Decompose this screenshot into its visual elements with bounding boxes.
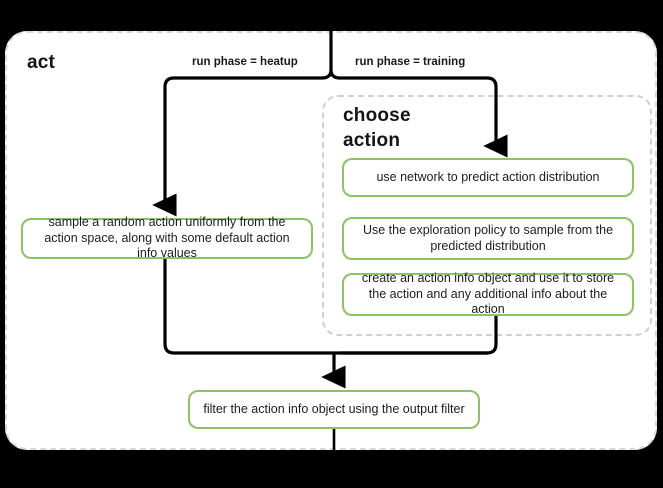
- choose-action-scope-title: choose action: [343, 105, 411, 151]
- edge-label-training: run phase = training: [355, 56, 466, 68]
- edge-label-heatup: run phase = heatup: [192, 56, 298, 68]
- node-sample-random-action[interactable]: sample a random action uniformly from th…: [21, 215, 313, 260]
- node-filter-output[interactable]: filter the action info object using the …: [188, 390, 480, 429]
- act-scope-title: act: [27, 52, 56, 73]
- node-use-network-predict[interactable]: use network to predict action distributi…: [342, 158, 634, 197]
- node-exploration-policy[interactable]: Use the exploration policy to sample fro…: [342, 217, 634, 260]
- node-create-action-info[interactable]: create an action info object and use it …: [342, 271, 634, 316]
